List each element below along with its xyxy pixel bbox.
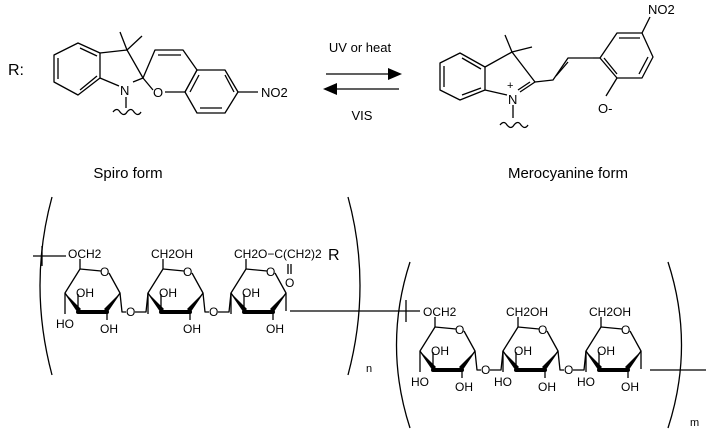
ring-top-substituent: OCH2 (68, 247, 102, 261)
ring-left-hydroxyl: HO (56, 317, 74, 331)
subscript-m: m (690, 417, 699, 429)
ring-bottom-hydroxyl: OH (100, 322, 118, 336)
merocyanine-form-label: Merocyanine form (508, 165, 628, 182)
polymer-brackets: n m R O (33, 196, 706, 429)
mero-nitro: NO2 (648, 2, 675, 17)
positive-charge: + (507, 80, 513, 92)
carbonyl-oxygen: O (285, 276, 294, 290)
attachment-squiggle (112, 108, 142, 116)
ring-left-hydroxyl: HO (577, 375, 595, 389)
ring-left-hydroxyl: HO (494, 375, 512, 389)
spiro-nitrogen: N (120, 83, 129, 98)
ring-top-substituent: CH2OH (506, 305, 548, 319)
ring-oxygen: O (100, 265, 109, 279)
spiro-ring-oxygen: O (153, 85, 163, 100)
ring-bottom-hydroxyl: OH (266, 322, 284, 336)
spiro-form-label: Spiro form (93, 165, 162, 182)
ring-bottom-hydroxyl: OH (621, 380, 639, 394)
ring-oxygen: O (621, 323, 630, 337)
vis-label: VIS (352, 108, 373, 123)
ring-oxygen: O (183, 265, 192, 279)
spiro-benzene-ring (53, 42, 101, 96)
ring-bottom-hydroxyl: OH (183, 322, 201, 336)
phenolate-oxygen: O- (598, 101, 612, 116)
subscript-n: n (366, 363, 372, 375)
ring-top-substituent: CH2OH (589, 305, 631, 319)
ring-left-hydroxyl: HO (411, 375, 429, 389)
ring-bottom-hydroxyl: OH (455, 380, 473, 394)
glucose-ring: O CH2OH OH HO OH (577, 305, 642, 394)
glycosidic-oxygen: O (126, 305, 135, 319)
ring-bottom-hydroxyl: OH (538, 380, 556, 394)
mero-benzene-ring (439, 52, 486, 101)
ring-inner-hydroxyl: OH (242, 286, 260, 300)
uv-heat-label: UV or heat (329, 40, 392, 55)
merocyanine-structure: N + NO2 O- Merocyanine form (439, 2, 675, 182)
r-label: R: (8, 62, 24, 79)
glycosidic-oxygen: O (209, 305, 218, 319)
ring-inner-hydroxyl: OH (514, 344, 532, 358)
r-group-label: R (328, 247, 340, 264)
ring-top-substituent: CH2OH (151, 247, 193, 261)
ring-inner-hydroxyl: OH (431, 344, 449, 358)
ring-inner-hydroxyl: OH (159, 286, 177, 300)
ring-oxygen: O (538, 323, 547, 337)
ring-inner-hydroxyl: OH (597, 344, 615, 358)
ring-top-substituent: CH2O−C(CH2)2 (234, 247, 322, 261)
ring-top-substituent: OCH2 (423, 305, 457, 319)
ring-oxygen: O (455, 323, 464, 337)
spiro-benzo-ring (184, 69, 239, 114)
spiro-structure: N O NO2 Spiro form (53, 31, 288, 182)
glucose-ring: O CH2OH OH OH O (147, 247, 232, 336)
mero-nitrogen: N (508, 92, 517, 107)
ring-inner-hydroxyl: OH (76, 286, 94, 300)
mero-phenol-ring (599, 32, 654, 79)
glycosidic-oxygen: O (481, 363, 490, 377)
glucose-ring: O CH2OH OH HO OH O (494, 305, 587, 394)
glycosidic-oxygen: O (564, 363, 573, 377)
glucose-ring: O CH2O−C(CH2)2OH OH (230, 247, 322, 336)
ring-oxygen: O (266, 265, 275, 279)
equilibrium-arrows: UV or heat VIS (323, 40, 402, 123)
spiro-nitro: NO2 (261, 85, 288, 100)
